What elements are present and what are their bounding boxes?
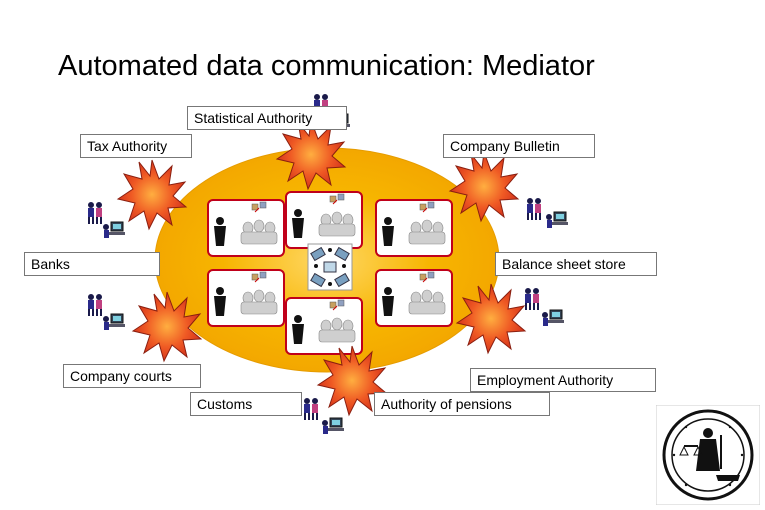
node-authority-of-pensions: Authority of pensions: [374, 392, 550, 416]
exchange-hub-icon: [307, 243, 353, 291]
node-tax-authority: Tax Authority: [80, 134, 192, 158]
computer-workstation-icon: [541, 309, 565, 327]
meeting-group-icon: [285, 297, 363, 355]
seal-emblem: [656, 405, 760, 505]
node-company-courts: Company courts: [63, 364, 201, 388]
computer-workstation-icon: [321, 417, 345, 435]
person-icon: [96, 294, 102, 316]
computer-workstation-icon: [545, 211, 569, 229]
computer-workstation-icon: [102, 221, 126, 239]
meeting-group-icon: [375, 269, 453, 327]
node-employment-authority: Employment Authority: [470, 368, 656, 392]
computer-workstation-icon: [102, 313, 126, 331]
person-icon: [525, 288, 531, 310]
meeting-group-icon: [207, 199, 285, 257]
node-company-bulletin: Company Bulletin: [443, 134, 595, 158]
meeting-group-icon: [375, 199, 453, 257]
meeting-group-icon: [285, 191, 363, 249]
meeting-group-icon: [207, 269, 285, 327]
node-balance-sheet-store: Balance sheet store: [495, 252, 657, 276]
person-icon: [304, 398, 310, 420]
person-icon: [527, 198, 533, 220]
person-icon: [88, 294, 94, 316]
person-icon: [312, 398, 318, 420]
page-title: Automated data communication: Mediator: [58, 50, 595, 82]
node-customs: Customs: [190, 392, 302, 416]
person-icon: [533, 288, 539, 310]
person-icon: [96, 202, 102, 224]
person-icon: [535, 198, 541, 220]
node-statistical-authority: Statistical Authority: [187, 106, 347, 130]
node-banks: Banks: [24, 252, 160, 276]
person-icon: [88, 202, 94, 224]
